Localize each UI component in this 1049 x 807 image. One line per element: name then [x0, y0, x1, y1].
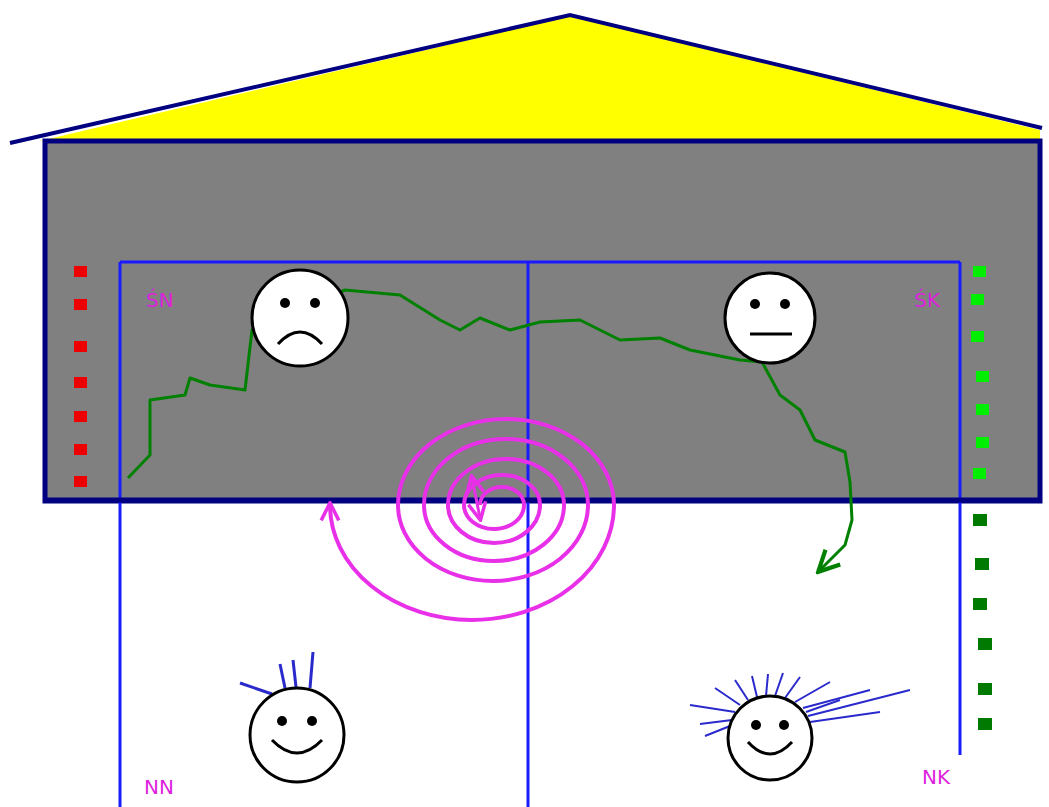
face-eye [277, 716, 287, 726]
hair-line [803, 690, 870, 708]
middle-line [45, 498, 1040, 503]
hair-line [775, 673, 783, 696]
quadrant-label: ŚN [146, 290, 174, 310]
face-eye [307, 716, 317, 726]
quadrant-lines [120, 262, 960, 807]
green-dot [973, 598, 987, 610]
quadrant-region: ŚK [528, 262, 960, 500]
green-dot [975, 558, 989, 570]
quadrant-line [959, 262, 962, 755]
hair-line [785, 677, 800, 698]
face-eye [779, 720, 789, 730]
face-outline [725, 273, 815, 363]
green-dot [973, 514, 987, 526]
hair-line [690, 705, 735, 712]
hair-line [715, 688, 740, 705]
hair-line [310, 652, 313, 688]
green-dot [978, 683, 992, 695]
red-dot [74, 266, 87, 277]
quadrant-region: ŚN [120, 262, 528, 500]
quadrant-label: ŚK [914, 290, 940, 310]
face-mouth [278, 332, 322, 344]
hair-line [752, 676, 757, 697]
light-green-dots [971, 266, 989, 479]
quadrant-line [527, 262, 530, 807]
face-outline [252, 270, 348, 366]
hair-line [766, 674, 768, 696]
quadrant-line [119, 262, 122, 807]
quadrant-label: NK [922, 767, 950, 787]
face-mouth [750, 333, 792, 336]
green-dot [976, 371, 989, 382]
green-dot [971, 294, 984, 305]
red-dot [74, 444, 87, 455]
roof-outline [10, 15, 1042, 143]
dark-green-dots [973, 514, 992, 730]
hair-line [808, 690, 910, 716]
face-mouth [272, 740, 322, 753]
face-outline [728, 696, 812, 780]
quadrant-region: NK [528, 500, 960, 807]
green-dot [976, 437, 989, 448]
green-dot [976, 404, 989, 415]
hair-line [240, 683, 272, 694]
spiral [330, 419, 614, 620]
hair-line [280, 664, 285, 688]
roof [40, 16, 1040, 141]
green-dot [973, 266, 986, 277]
face-eye [310, 298, 320, 308]
hair-line [700, 720, 732, 724]
hair-line [810, 712, 880, 722]
happy-face [240, 652, 344, 782]
red-dots [74, 266, 87, 487]
neutral-face [725, 273, 815, 363]
hair-line [735, 680, 748, 700]
red-dot [74, 476, 87, 487]
face-eye [280, 298, 290, 308]
face-eye [780, 299, 790, 309]
green-dot [971, 331, 984, 342]
green-dot [978, 718, 992, 730]
sad-face [252, 270, 348, 366]
face-outline [250, 688, 344, 782]
face-eye [751, 720, 761, 730]
very-happy-face [690, 673, 910, 780]
red-dot [74, 377, 87, 388]
quadrant-label: NN [144, 777, 174, 797]
hair-line [806, 700, 840, 712]
face-mouth [748, 742, 792, 754]
green-dot [978, 638, 992, 650]
hair-line [705, 726, 730, 736]
quadrant-region: NN [120, 500, 528, 807]
red-dot [74, 341, 87, 352]
red-dot [74, 411, 87, 422]
hair-line [795, 682, 830, 702]
quadrant-line [120, 261, 960, 264]
red-dot [74, 299, 87, 310]
spiral-center-arrow [472, 478, 480, 518]
hair-line [293, 660, 296, 687]
green-dot [973, 468, 986, 479]
face-eye [750, 299, 760, 309]
